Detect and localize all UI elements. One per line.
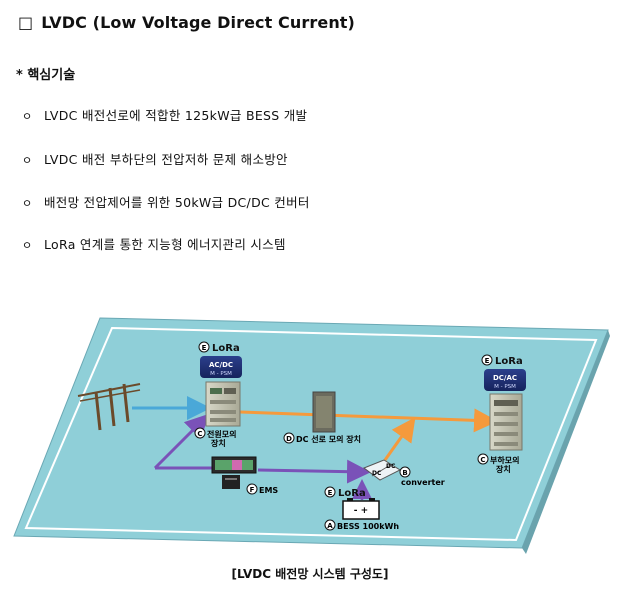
- ems-label: F EMS: [246, 483, 278, 495]
- bullet-mark: ㅇ: [22, 197, 33, 210]
- lora-bottom-text: LoRa: [338, 488, 366, 499]
- converter-box-top: DC: [386, 463, 396, 470]
- dcac-line2: M - PSM: [494, 384, 516, 390]
- source-label: C 전원모의 장치: [194, 427, 236, 448]
- load-label: C 부하모의 장치: [477, 453, 519, 474]
- checkbox-square-icon: □: [18, 13, 34, 32]
- source-badge: C: [197, 430, 202, 438]
- bullet-item: ㅇ 배전망 전압제어를 위한 50kW급 DC/DC 컨버터: [22, 192, 310, 211]
- bullet-item: ㅇ LVDC 배전선로에 적합한 125kW급 BESS 개발: [22, 105, 307, 124]
- lora-left-badge: E: [202, 344, 207, 352]
- load-line2: 장치: [496, 464, 511, 474]
- load-badge: C: [480, 456, 485, 464]
- lora-left: E LoRa: [198, 341, 240, 354]
- lora-right: E LoRa: [481, 354, 523, 367]
- converter-label: B converter: [399, 466, 445, 487]
- lora-bottom: E LoRa: [324, 486, 366, 499]
- lvdc-system-diagram: E LoRa AC/DC M - PSM C 전원모의 장치 D DC 선로 모…: [13, 317, 610, 554]
- bullet-text: LoRa 연계를 통한 지능형 에너지관리 시스템: [44, 237, 286, 252]
- diagram-caption: [LVDC 배전망 시스템 구성도]: [231, 567, 389, 581]
- load-line1: 부하모의: [490, 455, 519, 465]
- battery-icon: - +: [342, 498, 380, 520]
- bullet-text: LVDC 배전 부하단의 전압저하 문제 해소방안: [44, 152, 288, 167]
- converter-badge: B: [402, 469, 407, 477]
- dc-line-text: DC 선로 모의 장치: [296, 434, 361, 444]
- bullet-item: ㅇ LVDC 배전 부하단의 전압저하 문제 해소방안: [22, 149, 288, 168]
- acdc-line2: M - PSM: [210, 371, 232, 377]
- lora-bottom-badge: E: [328, 489, 333, 497]
- ems-text: EMS: [259, 486, 278, 495]
- lora-left-text: LoRa: [212, 343, 240, 354]
- lora-right-text: LoRa: [495, 356, 523, 367]
- section-heading-text: LVDC (Low Voltage Direct Current): [41, 13, 355, 32]
- bullet-mark: ㅇ: [22, 239, 33, 252]
- source-line2: 장치: [211, 438, 226, 448]
- dc-line-badge: D: [286, 435, 292, 443]
- ems-badge: F: [250, 486, 255, 494]
- utility-poles-icon: [77, 383, 141, 431]
- bullet-text: LVDC 배전선로에 적합한 125kW급 BESS 개발: [44, 108, 308, 123]
- dc-line-device: [312, 391, 336, 433]
- dcac-line1: DC/AC: [493, 374, 517, 382]
- acdc-panel: AC/DC M - PSM: [200, 356, 242, 378]
- bullet-item: ㅇ LoRa 연계를 통한 지능형 에너지관리 시스템: [22, 234, 286, 253]
- converter-box-bottom: DC: [372, 470, 382, 477]
- source-cabinet: [205, 381, 241, 427]
- source-line1: 전원모의: [207, 429, 236, 439]
- battery-terminals: - +: [354, 506, 368, 516]
- bess-label: A BESS 100kWh: [324, 519, 399, 531]
- bess-badge: A: [327, 522, 333, 530]
- acdc-line1: AC/DC: [209, 361, 233, 369]
- lora-right-badge: E: [485, 357, 490, 365]
- core-tech-subheading: * 핵심기술: [16, 68, 76, 83]
- dcac-panel: DC/AC M - PSM: [484, 369, 526, 391]
- converter-text: converter: [401, 478, 445, 487]
- load-cabinet: [489, 393, 523, 451]
- floor-platform-side: [522, 330, 610, 554]
- bullet-mark: ㅇ: [22, 154, 33, 167]
- floor-inner-border: [24, 326, 598, 542]
- ems-workstation: [211, 456, 257, 489]
- bullet-mark: ㅇ: [22, 110, 33, 123]
- section-heading: □ LVDC (Low Voltage Direct Current): [18, 13, 355, 32]
- bess-text: BESS 100kWh: [337, 522, 399, 531]
- dc-line-label: D DC 선로 모의 장치: [283, 432, 361, 444]
- bullet-text: 배전망 전압제어를 위한 50kW급 DC/DC 컨버터: [44, 195, 310, 210]
